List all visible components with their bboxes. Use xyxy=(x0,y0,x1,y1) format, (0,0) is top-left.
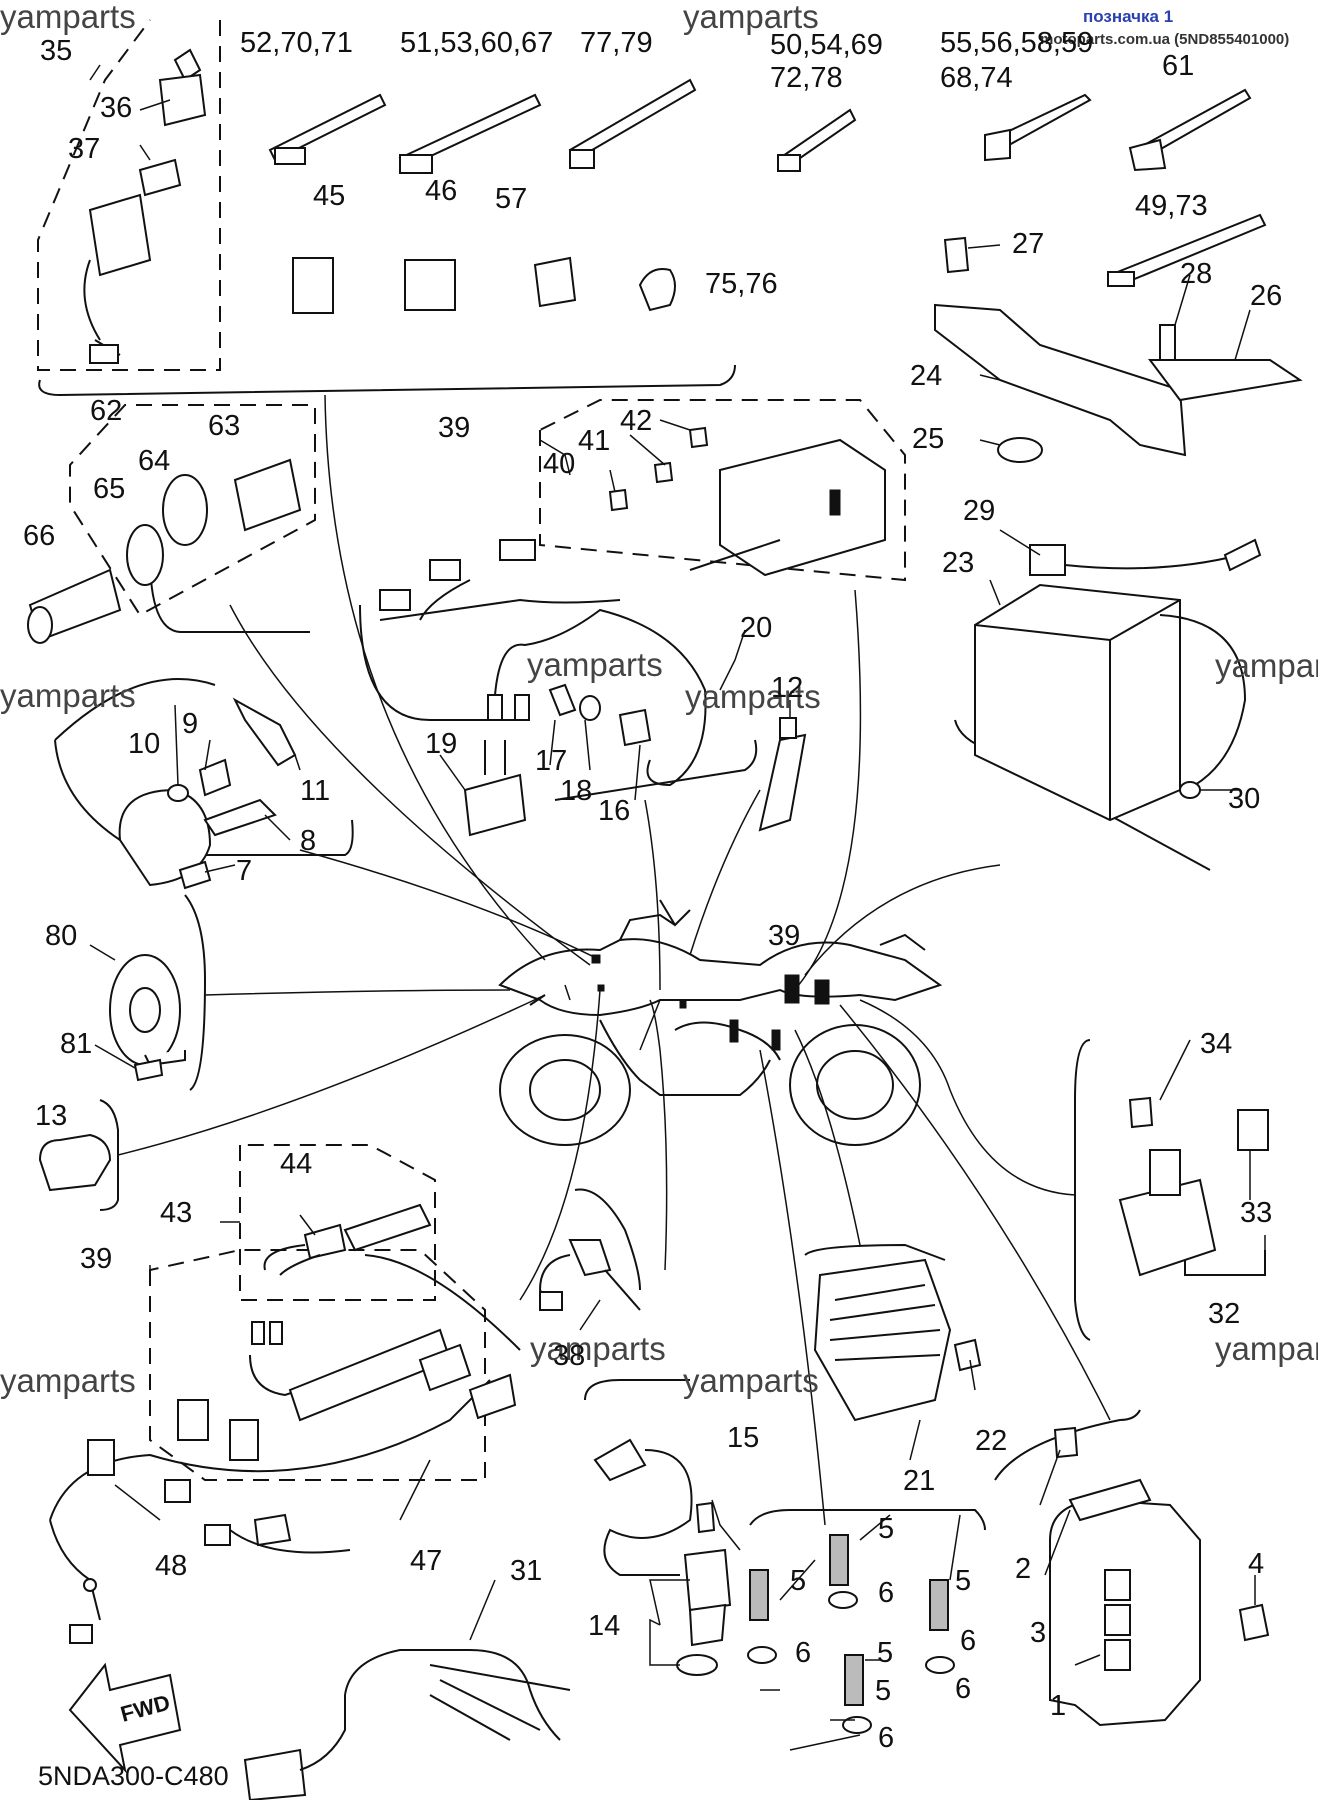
callout-label: 65 xyxy=(93,473,125,505)
callout-label: 66 xyxy=(23,520,55,552)
callout-label: 81 xyxy=(60,1028,92,1060)
callout-label: 61 xyxy=(1162,50,1194,82)
callout-label: 33 xyxy=(1240,1197,1272,1229)
callout-label: 39 xyxy=(80,1243,112,1275)
callout-label: 80 xyxy=(45,920,77,952)
watermarks: yamparts yamparts yamparts yamparts yamp… xyxy=(0,0,1318,1399)
callout-label: 31 xyxy=(510,1555,542,1587)
callout-label: 25 xyxy=(912,423,944,455)
group-brackets xyxy=(38,364,1266,1531)
callout-label: 6 xyxy=(795,1637,811,1669)
watermark: yamparts xyxy=(685,678,821,715)
watermark: yamparts xyxy=(527,646,663,683)
header-source: motoparts.com.ua (5ND855401000) xyxy=(1040,31,1289,48)
callout-labels: 35 36 37 52,70,71 51,53,60,67 77,79 50,5… xyxy=(23,27,1282,1754)
callout-label: 5 xyxy=(875,1675,891,1707)
callout-label: 62 xyxy=(90,395,122,427)
watermark: yamparts xyxy=(530,1330,666,1367)
callout-label: 50,54,69 xyxy=(770,29,883,61)
callout-label: 41 xyxy=(578,425,610,457)
callout-label: 35 xyxy=(40,35,72,67)
callout-label: 5 xyxy=(878,1513,894,1545)
callout-label: 39 xyxy=(438,412,470,444)
callout-label: 48 xyxy=(155,1550,187,1582)
callout-label: 29 xyxy=(963,495,995,527)
watermark: yamparts xyxy=(1215,1330,1318,1367)
callout-label: 16 xyxy=(598,795,630,827)
callout-label: 3 xyxy=(1030,1617,1046,1649)
callout-label: 6 xyxy=(878,1722,894,1754)
callout-label: 2 xyxy=(1015,1553,1031,1585)
callout-label: 55,56,58,59 xyxy=(940,27,1093,59)
callout-label: 34 xyxy=(1200,1028,1232,1060)
callout-label: 21 xyxy=(903,1465,935,1497)
callout-label: 27 xyxy=(1012,228,1044,260)
callout-label: 1 xyxy=(1050,1690,1066,1722)
callout-label: 6 xyxy=(955,1673,971,1705)
callout-label: 22 xyxy=(975,1425,1007,1457)
parts xyxy=(27,48,1303,1800)
atv-body xyxy=(498,899,943,1146)
callout-label: 51,53,60,67 xyxy=(400,27,553,59)
watermark: yamparts xyxy=(0,0,136,35)
callout-label: 64 xyxy=(138,445,170,477)
leader-lines xyxy=(117,394,1111,1526)
callout-label: 5 xyxy=(790,1565,806,1597)
callout-label: 44 xyxy=(280,1148,312,1180)
callout-label: 40 xyxy=(543,448,575,480)
callout-label: 77,79 xyxy=(580,27,653,59)
callout-label: 12 xyxy=(771,672,803,704)
callout-label: 39 xyxy=(768,920,800,952)
callout-label: 32 xyxy=(1208,1298,1240,1330)
callout-label: 36 xyxy=(100,92,132,124)
callout-label: 9 xyxy=(182,708,198,740)
callout-label: 23 xyxy=(942,547,974,579)
callout-label: 5 xyxy=(955,1565,971,1597)
callout-label: 72,78 xyxy=(770,62,843,94)
callout-label: 20 xyxy=(740,612,772,644)
callout-label: 10 xyxy=(128,728,160,760)
callout-label: 13 xyxy=(35,1100,67,1132)
watermark: yamparts xyxy=(0,677,136,714)
watermark: yamparts xyxy=(1215,647,1318,684)
callout-label: 5 xyxy=(877,1637,893,1669)
callout-label: 37 xyxy=(68,133,100,165)
watermark: yamparts xyxy=(0,1362,136,1399)
watermark: yamparts xyxy=(683,1362,819,1399)
callout-label: 43 xyxy=(160,1197,192,1229)
callout-label: 63 xyxy=(208,410,240,442)
header-tag: позначка 1 xyxy=(1083,7,1173,26)
callout-label: 52,70,71 xyxy=(240,27,353,59)
callout-label: 46 xyxy=(425,175,457,207)
callout-label: 30 xyxy=(1228,783,1260,815)
callout-label: 45 xyxy=(313,180,345,212)
callout-label: 15 xyxy=(727,1422,759,1454)
callout-label: 6 xyxy=(878,1577,894,1609)
callout-label: 57 xyxy=(495,183,527,215)
callout-label: 75,76 xyxy=(705,268,778,300)
callout-label: 11 xyxy=(300,775,330,807)
callout-label: 42 xyxy=(620,405,652,437)
callout-label: 49,73 xyxy=(1135,190,1208,222)
callout-label: 7 xyxy=(236,855,252,887)
callout-leaders xyxy=(89,64,1266,1751)
callout-label: 17 xyxy=(535,745,567,777)
callout-label: 26 xyxy=(1250,280,1282,312)
callout-label: 4 xyxy=(1248,1548,1264,1580)
callout-label: 28 xyxy=(1180,258,1212,290)
callout-label: 8 xyxy=(300,825,316,857)
callout-label: 38 xyxy=(553,1340,585,1372)
callout-label: 19 xyxy=(425,728,457,760)
callout-label: 47 xyxy=(410,1545,442,1577)
callout-label: 18 xyxy=(560,775,592,807)
callout-label: 68,74 xyxy=(940,62,1013,94)
group-borders xyxy=(37,19,906,1481)
callout-label: 14 xyxy=(588,1610,620,1642)
diagram-code: 5NDA300-C480 xyxy=(38,1761,229,1791)
watermark: yamparts xyxy=(683,0,819,35)
callout-label: 24 xyxy=(910,360,942,392)
callout-label: 6 xyxy=(960,1625,976,1657)
